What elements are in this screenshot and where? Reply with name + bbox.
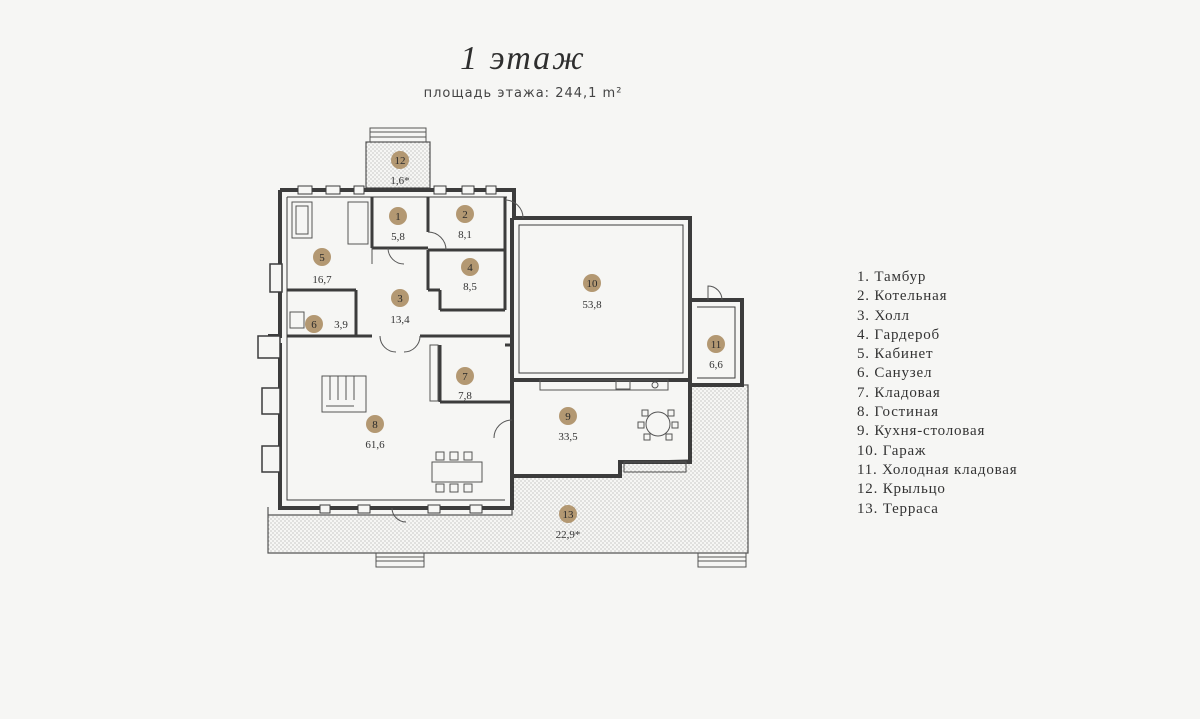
room-area: 1,6* <box>390 175 409 187</box>
room-badge: 11 6,6 <box>707 335 725 371</box>
legend-item: 13. Терраса <box>857 500 939 517</box>
room-badge: 3 13,4 <box>390 289 410 326</box>
room-badge: 10 53,8 <box>582 274 602 311</box>
room-badge: 12 1,6* <box>390 151 410 187</box>
furniture <box>289 201 687 493</box>
room-area: 22,9* <box>556 529 581 541</box>
floor-area-subtitle: площадь этажа: 244,1 m² <box>423 86 623 101</box>
room-area: 8,1 <box>458 229 472 241</box>
legend-item: 11. Холодная кладовая <box>857 461 1018 478</box>
room-area: 8,5 <box>463 281 477 293</box>
room-number: 5 <box>319 252 325 264</box>
room-number: 8 <box>372 419 378 431</box>
room-number: 10 <box>587 278 599 290</box>
legend-item: 4. Гардероб <box>857 326 940 343</box>
door-arcs <box>371 199 723 523</box>
room-number: 4 <box>467 262 473 274</box>
room-number: 9 <box>565 411 571 423</box>
outer-wall-inner-lines <box>286 196 736 501</box>
room-badge: 4 8,5 <box>461 258 479 293</box>
legend-item: 9. Кухня-столовая <box>857 423 986 440</box>
terrace-steps-left <box>375 552 425 568</box>
room-area: 6,6 <box>709 359 723 371</box>
room-badge: 7 7,8 <box>456 367 474 402</box>
legend-item: 10. Гараж <box>857 442 927 459</box>
room-area: 61,6 <box>365 439 385 451</box>
room-number: 2 <box>462 209 468 221</box>
room-area: 16,7 <box>312 274 332 286</box>
room-legend: 1. Тамбур 2. Котельная 3. Холл 4. Гардер… <box>857 268 1017 519</box>
interior-walls <box>287 197 514 420</box>
legend-item: 2. Котельная <box>857 288 948 305</box>
room-badge: 6 3,9 <box>305 315 348 333</box>
room-area: 53,8 <box>582 299 602 311</box>
legend-item: 6. Санузел <box>857 365 933 382</box>
room-number: 7 <box>462 371 468 383</box>
legend-item: 7. Кладовая <box>857 384 941 401</box>
room-badge: 2 8,1 <box>456 205 474 241</box>
room-area: 13,4 <box>390 314 410 326</box>
porch-steps <box>369 127 427 143</box>
terrace-steps-right <box>697 552 747 568</box>
bay-windows <box>257 263 283 473</box>
room-number: 6 <box>311 319 317 331</box>
room-badge: 1 5,8 <box>389 207 407 243</box>
windows <box>297 185 497 514</box>
legend-item: 3. Холл <box>857 307 910 324</box>
legend-item: 5. Кабинет <box>857 346 934 363</box>
legend-item: 12. Крыльцо <box>857 481 946 498</box>
room-number: 12 <box>395 155 406 167</box>
room-badge: 9 33,5 <box>558 407 578 443</box>
room-number: 11 <box>711 339 722 351</box>
room-badge: 13 22,9* <box>556 505 581 541</box>
room-number: 1 <box>395 211 401 223</box>
room-area: 5,8 <box>391 231 405 243</box>
room-badge: 8 61,6 <box>365 415 385 451</box>
room-number: 3 <box>397 293 403 305</box>
room-area: 3,9 <box>334 319 348 331</box>
room-area: 7,8 <box>458 390 472 402</box>
room-area: 33,5 <box>558 431 578 443</box>
legend-item: 1. Тамбур <box>857 269 927 285</box>
room-number: 13 <box>563 509 575 521</box>
page-title: 1 этаж <box>460 40 586 77</box>
legend-item: 8. Гостиная <box>857 404 939 421</box>
room-badge: 5 16,7 <box>312 248 332 286</box>
